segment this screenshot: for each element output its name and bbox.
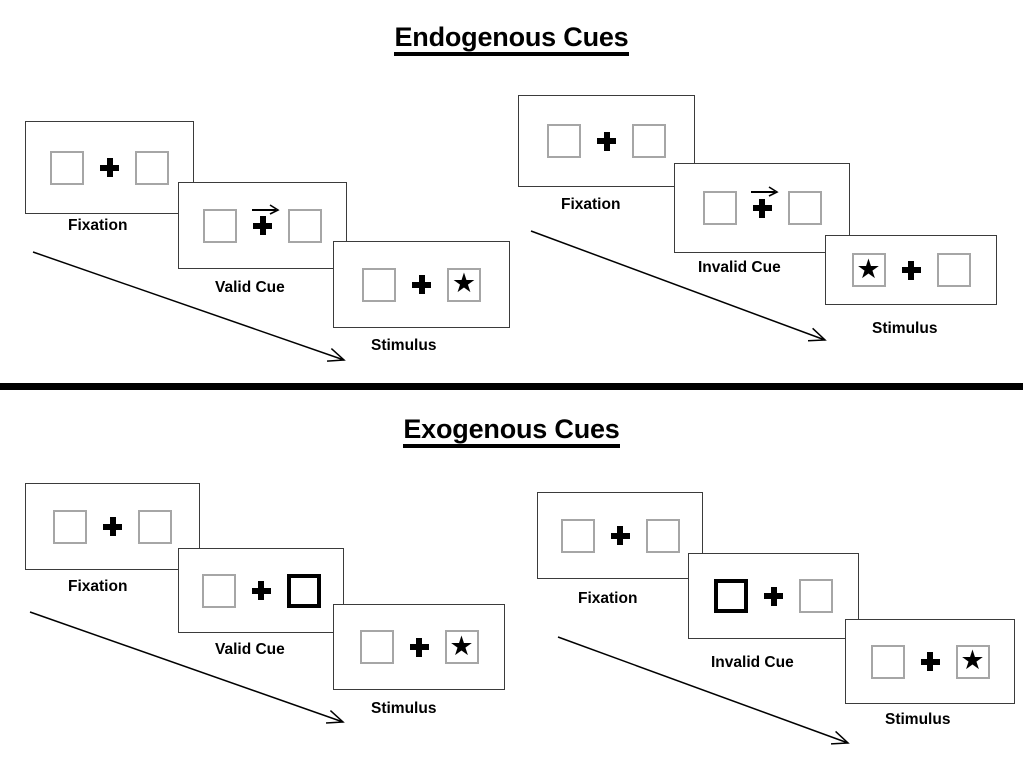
section-title-exogenous: Exogenous Cues	[0, 414, 1023, 449]
star-icon: ★	[960, 645, 985, 675]
stimulus-box-left-exo-invalid-2	[870, 644, 905, 679]
trial-frame-endo-valid-1	[178, 182, 347, 269]
stimulus-box-right-endo-valid-1	[288, 208, 322, 243]
stimulus-box-right-exo-invalid-0	[645, 518, 680, 553]
trial-frame-content-endo-valid-0	[26, 122, 193, 213]
stimulus-box-right-endo-invalid-2	[936, 253, 971, 287]
stimulus-box-left-endo-invalid-2: ★	[851, 253, 886, 287]
stimulus-box-left-endo-invalid-1	[702, 191, 737, 225]
trial-frame-exo-invalid-1	[688, 553, 859, 639]
fixation-cross-icon	[920, 652, 940, 671]
frame-caption-endo-valid-0: Fixation	[68, 217, 128, 234]
frame-caption-exo-valid-2: Stimulus	[371, 700, 437, 717]
trial-frame-content-endo-invalid-0	[519, 96, 694, 186]
frame-caption-endo-valid-1: Valid Cue	[215, 279, 285, 296]
stimulus-box-left-endo-valid-2	[362, 267, 396, 302]
trial-frame-content-exo-invalid-2: ★	[846, 620, 1014, 703]
stimulus-box-right-exo-invalid-1	[799, 579, 833, 613]
section-title-endogenous: Endogenous Cues	[0, 22, 1023, 57]
frame-caption-endo-invalid-2: Stimulus	[872, 320, 938, 337]
stimulus-box-left-exo-valid-2	[359, 630, 394, 664]
sequence-arrow-exo-left	[16, 598, 357, 736]
stimulus-box-right-endo-invalid-0	[632, 124, 666, 158]
fixation-cross-icon	[253, 216, 272, 235]
fixation-cross-icon	[597, 131, 616, 151]
section-title-text-endogenous: Endogenous Cues	[394, 23, 629, 57]
fixation-cross-icon	[752, 198, 772, 218]
stimulus-box-left-endo-valid-1	[203, 208, 237, 243]
trial-frame-endo-valid-2: ★	[333, 241, 510, 328]
stimulus-box-left-exo-invalid-0	[560, 518, 595, 553]
frame-caption-exo-invalid-1: Invalid Cue	[711, 654, 794, 671]
stimulus-box-right-exo-invalid-2: ★	[955, 644, 990, 679]
trial-frame-content-endo-invalid-2: ★	[826, 236, 996, 304]
frame-caption-endo-invalid-1: Invalid Cue	[698, 259, 781, 276]
trial-frame-content-exo-valid-0	[26, 484, 199, 569]
trial-frame-exo-valid-0	[25, 483, 200, 570]
trial-frame-exo-valid-2: ★	[333, 604, 505, 690]
stimulus-box-right-endo-valid-2: ★	[447, 267, 481, 302]
trial-frame-content-endo-valid-1	[179, 183, 346, 268]
trial-frame-endo-invalid-1	[674, 163, 850, 253]
sequence-arrow-endo-right	[517, 217, 839, 354]
trial-frame-content-endo-invalid-1	[675, 164, 849, 252]
trial-frame-endo-invalid-2: ★	[825, 235, 997, 305]
trial-frame-content-exo-invalid-1	[689, 554, 858, 638]
frame-caption-endo-valid-2: Stimulus	[371, 337, 437, 354]
trial-frame-exo-valid-1	[178, 548, 344, 633]
trial-frame-endo-valid-0	[25, 121, 194, 214]
star-icon: ★	[449, 630, 474, 661]
frame-caption-exo-invalid-2: Stimulus	[885, 711, 951, 728]
sequence-arrow-exo-right	[544, 623, 862, 757]
frame-caption-exo-invalid-0: Fixation	[578, 590, 638, 607]
frame-caption-endo-invalid-0: Fixation	[561, 196, 621, 213]
star-icon: ★	[856, 253, 881, 284]
section-divider	[0, 383, 1023, 390]
fixation-cross-icon	[610, 526, 630, 545]
frame-caption-exo-valid-0: Fixation	[68, 578, 128, 595]
stimulus-box-right-exo-valid-2: ★	[444, 630, 479, 664]
frame-caption-exo-valid-1: Valid Cue	[215, 641, 285, 658]
stimulus-box-right-endo-valid-0	[135, 150, 169, 185]
trial-frame-exo-invalid-2: ★	[845, 619, 1015, 704]
trial-frame-content-exo-valid-2: ★	[334, 605, 504, 689]
fixation-cross-icon	[901, 260, 921, 280]
fixation-cross-icon	[764, 586, 783, 606]
fixation-cross-icon	[409, 637, 429, 657]
stimulus-box-right-exo-valid-1	[286, 573, 321, 608]
trial-frame-content-exo-invalid-0	[538, 493, 702, 578]
stimulus-box-right-endo-invalid-1	[787, 191, 822, 225]
stimulus-box-left-endo-valid-0	[50, 150, 84, 185]
star-icon: ★	[451, 268, 477, 298]
sequence-arrow-endo-left	[19, 238, 358, 374]
trial-frame-content-endo-valid-2: ★	[334, 242, 509, 327]
trial-frame-exo-invalid-0	[537, 492, 703, 579]
trial-frame-endo-invalid-0	[518, 95, 695, 187]
section-title-text-exogenous: Exogenous Cues	[403, 415, 620, 449]
fixation-cross-icon	[100, 158, 119, 177]
stimulus-box-left-exo-invalid-1	[714, 579, 748, 613]
trial-frame-content-exo-valid-1	[179, 549, 343, 632]
stimulus-box-right-exo-valid-0	[138, 509, 172, 544]
fixation-cross-icon	[103, 517, 122, 536]
stimulus-box-left-exo-valid-0	[53, 509, 87, 544]
stimulus-box-left-exo-valid-1	[201, 573, 236, 608]
fixation-cross-icon	[412, 275, 431, 294]
fixation-cross-icon	[251, 581, 271, 600]
stimulus-box-left-endo-invalid-0	[547, 124, 581, 158]
